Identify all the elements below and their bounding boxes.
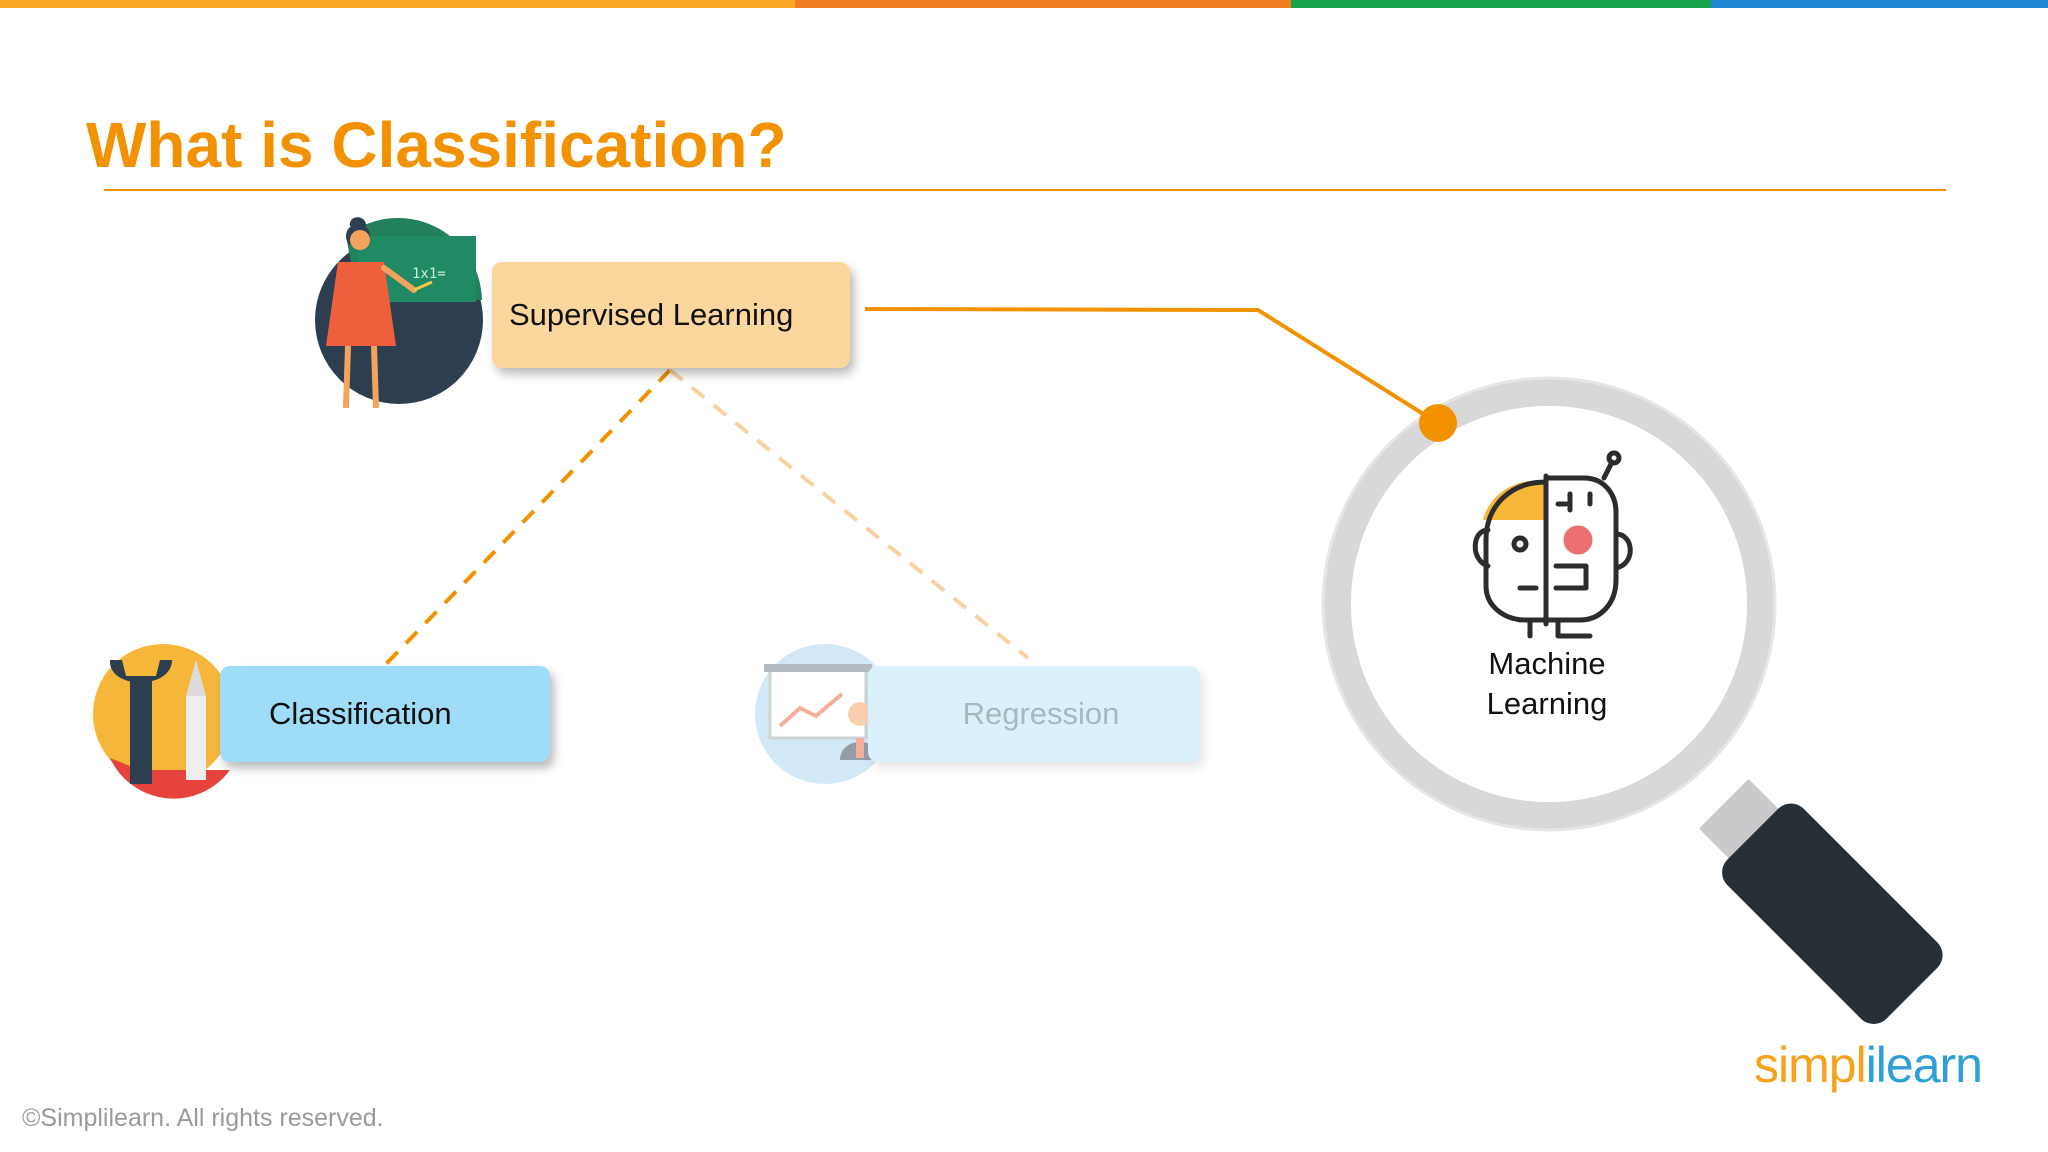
top-bar-segment xyxy=(1291,0,1711,8)
machine-learning-label-line2: Learning xyxy=(1486,686,1608,721)
supervised-learning-box: Supervised Learning xyxy=(492,262,850,368)
supervised-learning-label: Supervised Learning xyxy=(509,297,794,332)
regression-label: Regression xyxy=(962,696,1120,731)
teacher-icon: 1x1= xyxy=(315,217,483,409)
svg-text:1x1=: 1x1= xyxy=(412,266,446,282)
top-color-bar xyxy=(0,0,2048,8)
regression-box: Regression xyxy=(868,666,1200,762)
classification-box: Classification xyxy=(220,666,550,762)
growth-chart-icon xyxy=(755,644,895,784)
top-bar-segment xyxy=(1711,0,2048,8)
tools-icon xyxy=(93,644,233,799)
classification-label: Classification xyxy=(269,696,452,731)
magnifying-glass-icon xyxy=(1321,376,1943,1025)
title-underline xyxy=(104,189,1946,191)
connector-endpoint-dot xyxy=(1419,404,1457,442)
slide-title: What is Classification? xyxy=(86,109,787,181)
top-bar-segment xyxy=(795,0,1291,8)
top-bar-segment xyxy=(0,0,795,8)
connector-line-to-regression xyxy=(668,368,1030,660)
simplilearn-logo: simplilearn xyxy=(1754,1036,1983,1094)
machine-learning-label: Machine Learning xyxy=(1420,644,1674,724)
copyright-notice: ©Simplilearn. All rights reserved. xyxy=(22,1104,384,1132)
connector-line-to-machine-learning xyxy=(864,307,1438,424)
brand-logo-part1: simpl xyxy=(1754,1037,1867,1093)
brand-logo-part2: ilearn xyxy=(1865,1037,1983,1093)
connector-line-to-classification xyxy=(384,368,672,666)
machine-learning-label-line1: Machine xyxy=(1488,646,1606,681)
human-robot-face-icon xyxy=(1472,450,1633,639)
